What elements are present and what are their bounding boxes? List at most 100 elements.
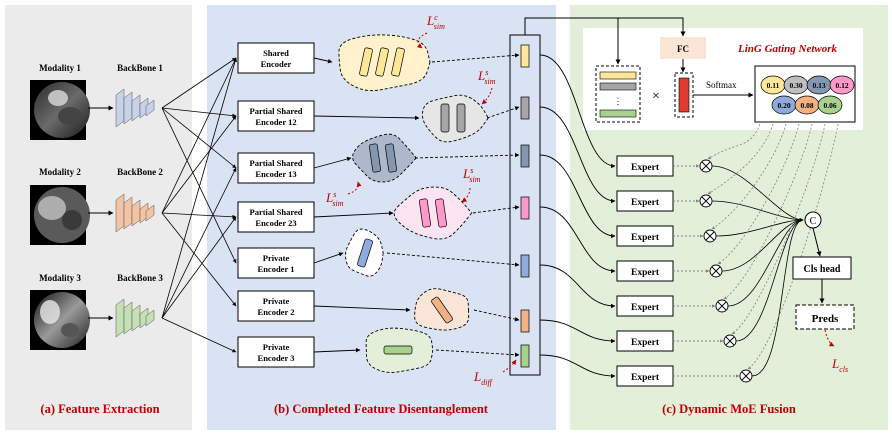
panel-title-fusion: (c) Dynamic MoE Fusion [662, 402, 796, 416]
expert-7-label: Expert [631, 373, 660, 383]
panel-title-disentangle: (b) Completed Feature Disentanglement [274, 402, 489, 416]
blob-3-feature-1 [368, 143, 382, 173]
backbone-label-1: BackBone 1 [117, 63, 163, 73]
gate-weight-6: 0.08 [794, 95, 820, 115]
encoder-5-line1: Private [263, 253, 290, 263]
link-backbone2-encoder6 [161, 212, 237, 307]
blob-3-feature-2 [384, 143, 398, 173]
gate-line-4 [717, 123, 800, 265]
backbone-2-layer-1 [115, 193, 125, 233]
expert-6: Expert [539, 218, 804, 352]
concat-label: C [810, 216, 817, 227]
blob-to-column-3 [414, 152, 520, 159]
gating-title: LinG Gating Network [737, 43, 838, 55]
loss-cls: Lcls [824, 329, 848, 374]
fc-label: FC [677, 44, 689, 54]
encoder-5-line2: Encoder 1 [258, 264, 295, 274]
link-backbone1-encoder5 [161, 107, 237, 264]
gate-weight-5-value: 0.20 [777, 101, 790, 110]
feature-blob-7 [313, 327, 434, 373]
feature-bar-1 [520, 44, 530, 68]
link-backbone1-encoder3 [161, 107, 237, 169]
backbone-2 [115, 193, 155, 233]
encoder-4-line1: Partial Shared [250, 207, 303, 217]
feature-bar-4 [520, 196, 530, 220]
encoder-1-line1: Shared [263, 48, 289, 58]
gate-weight-6-value: 0.08 [800, 101, 813, 110]
stacked-feature-2 [599, 82, 637, 91]
encoder-7-line2: Encoder 3 [258, 353, 295, 363]
expert-1: Expert [539, 54, 804, 222]
blob-4-feature-2 [434, 198, 448, 228]
backbone-encoder-connections [161, 57, 237, 353]
svg-text:Lcls: Lcls [831, 356, 848, 374]
backbone-3-layer-2 [123, 301, 133, 335]
feature-blob-4 [313, 186, 473, 240]
feature-blob-5 [313, 228, 384, 277]
expert-4-label: Expert [631, 268, 660, 278]
backbone-3-layer-1 [115, 298, 125, 338]
gate-weight-1: 0.11 [760, 75, 786, 95]
weights-box [754, 65, 856, 123]
blob-to-column-2 [486, 106, 520, 119]
encoder-1-line2: Encoder [261, 59, 292, 69]
gate-line-5 [723, 123, 813, 300]
link-backbone3-encoder1 [161, 57, 237, 319]
stacked-features-box [595, 65, 641, 123]
gate-weight-2-value: 0.30 [789, 81, 802, 90]
expert-2-label: Expert [631, 198, 660, 208]
svg-text:Ldiff: Ldiff [473, 369, 494, 387]
backbone-2-layer-2 [123, 196, 133, 230]
blob-to-column-6 [473, 309, 520, 322]
feature-bar-7 [520, 344, 530, 368]
backbone-1-layer-5 [145, 99, 155, 117]
gate-weight-3-value: 0.13 [812, 81, 825, 90]
mri-image-3 [30, 290, 90, 350]
backbone-3-layer-5 [145, 309, 155, 327]
gate-weight-5: 0.20 [771, 95, 797, 115]
encoder-7-line1: Private [263, 342, 290, 352]
expert-2: Expert [539, 106, 804, 222]
encoder-6-line2: Encoder 2 [258, 307, 295, 317]
expert-6-label: Expert [631, 338, 660, 348]
blob-1-feature-1 [359, 47, 373, 77]
modality-label-3: Modality 3 [39, 273, 81, 283]
experts: ExpertExpertExpertExpertExpertExpertExpe… [539, 54, 804, 387]
loss-diff: Ldiff [473, 359, 517, 387]
backbone-label-3: BackBone 3 [117, 273, 163, 283]
gate-line-6 [731, 123, 826, 335]
expert-1-label: Expert [631, 163, 660, 173]
blob-5-feature-1 [357, 238, 373, 268]
expert-4: Expert [539, 206, 804, 282]
feature-blob-1 [313, 34, 431, 92]
expert-5: Expert [539, 218, 804, 317]
modality-label-2: Modality 2 [39, 167, 81, 177]
times-symbol: × [652, 89, 660, 104]
stacked-ellipsis: ⋮ [614, 96, 623, 106]
link-backbone2-encoder2 [161, 115, 237, 214]
fc-box [660, 37, 706, 59]
gate-lines [707, 123, 839, 370]
gate-weight-4-value: 0.12 [835, 81, 848, 90]
gate-weight-7: 0.06 [817, 95, 843, 115]
blob-1-feature-2 [375, 47, 389, 77]
blob-to-column-5 [386, 252, 520, 267]
stacked-feature-7 [599, 109, 637, 118]
feature-bar-5 [520, 254, 530, 278]
feature-bars [386, 44, 530, 368]
feature-bar-3 [520, 144, 530, 168]
mri-image-1 [30, 80, 90, 140]
gate-weight-2: 0.30 [783, 75, 809, 95]
